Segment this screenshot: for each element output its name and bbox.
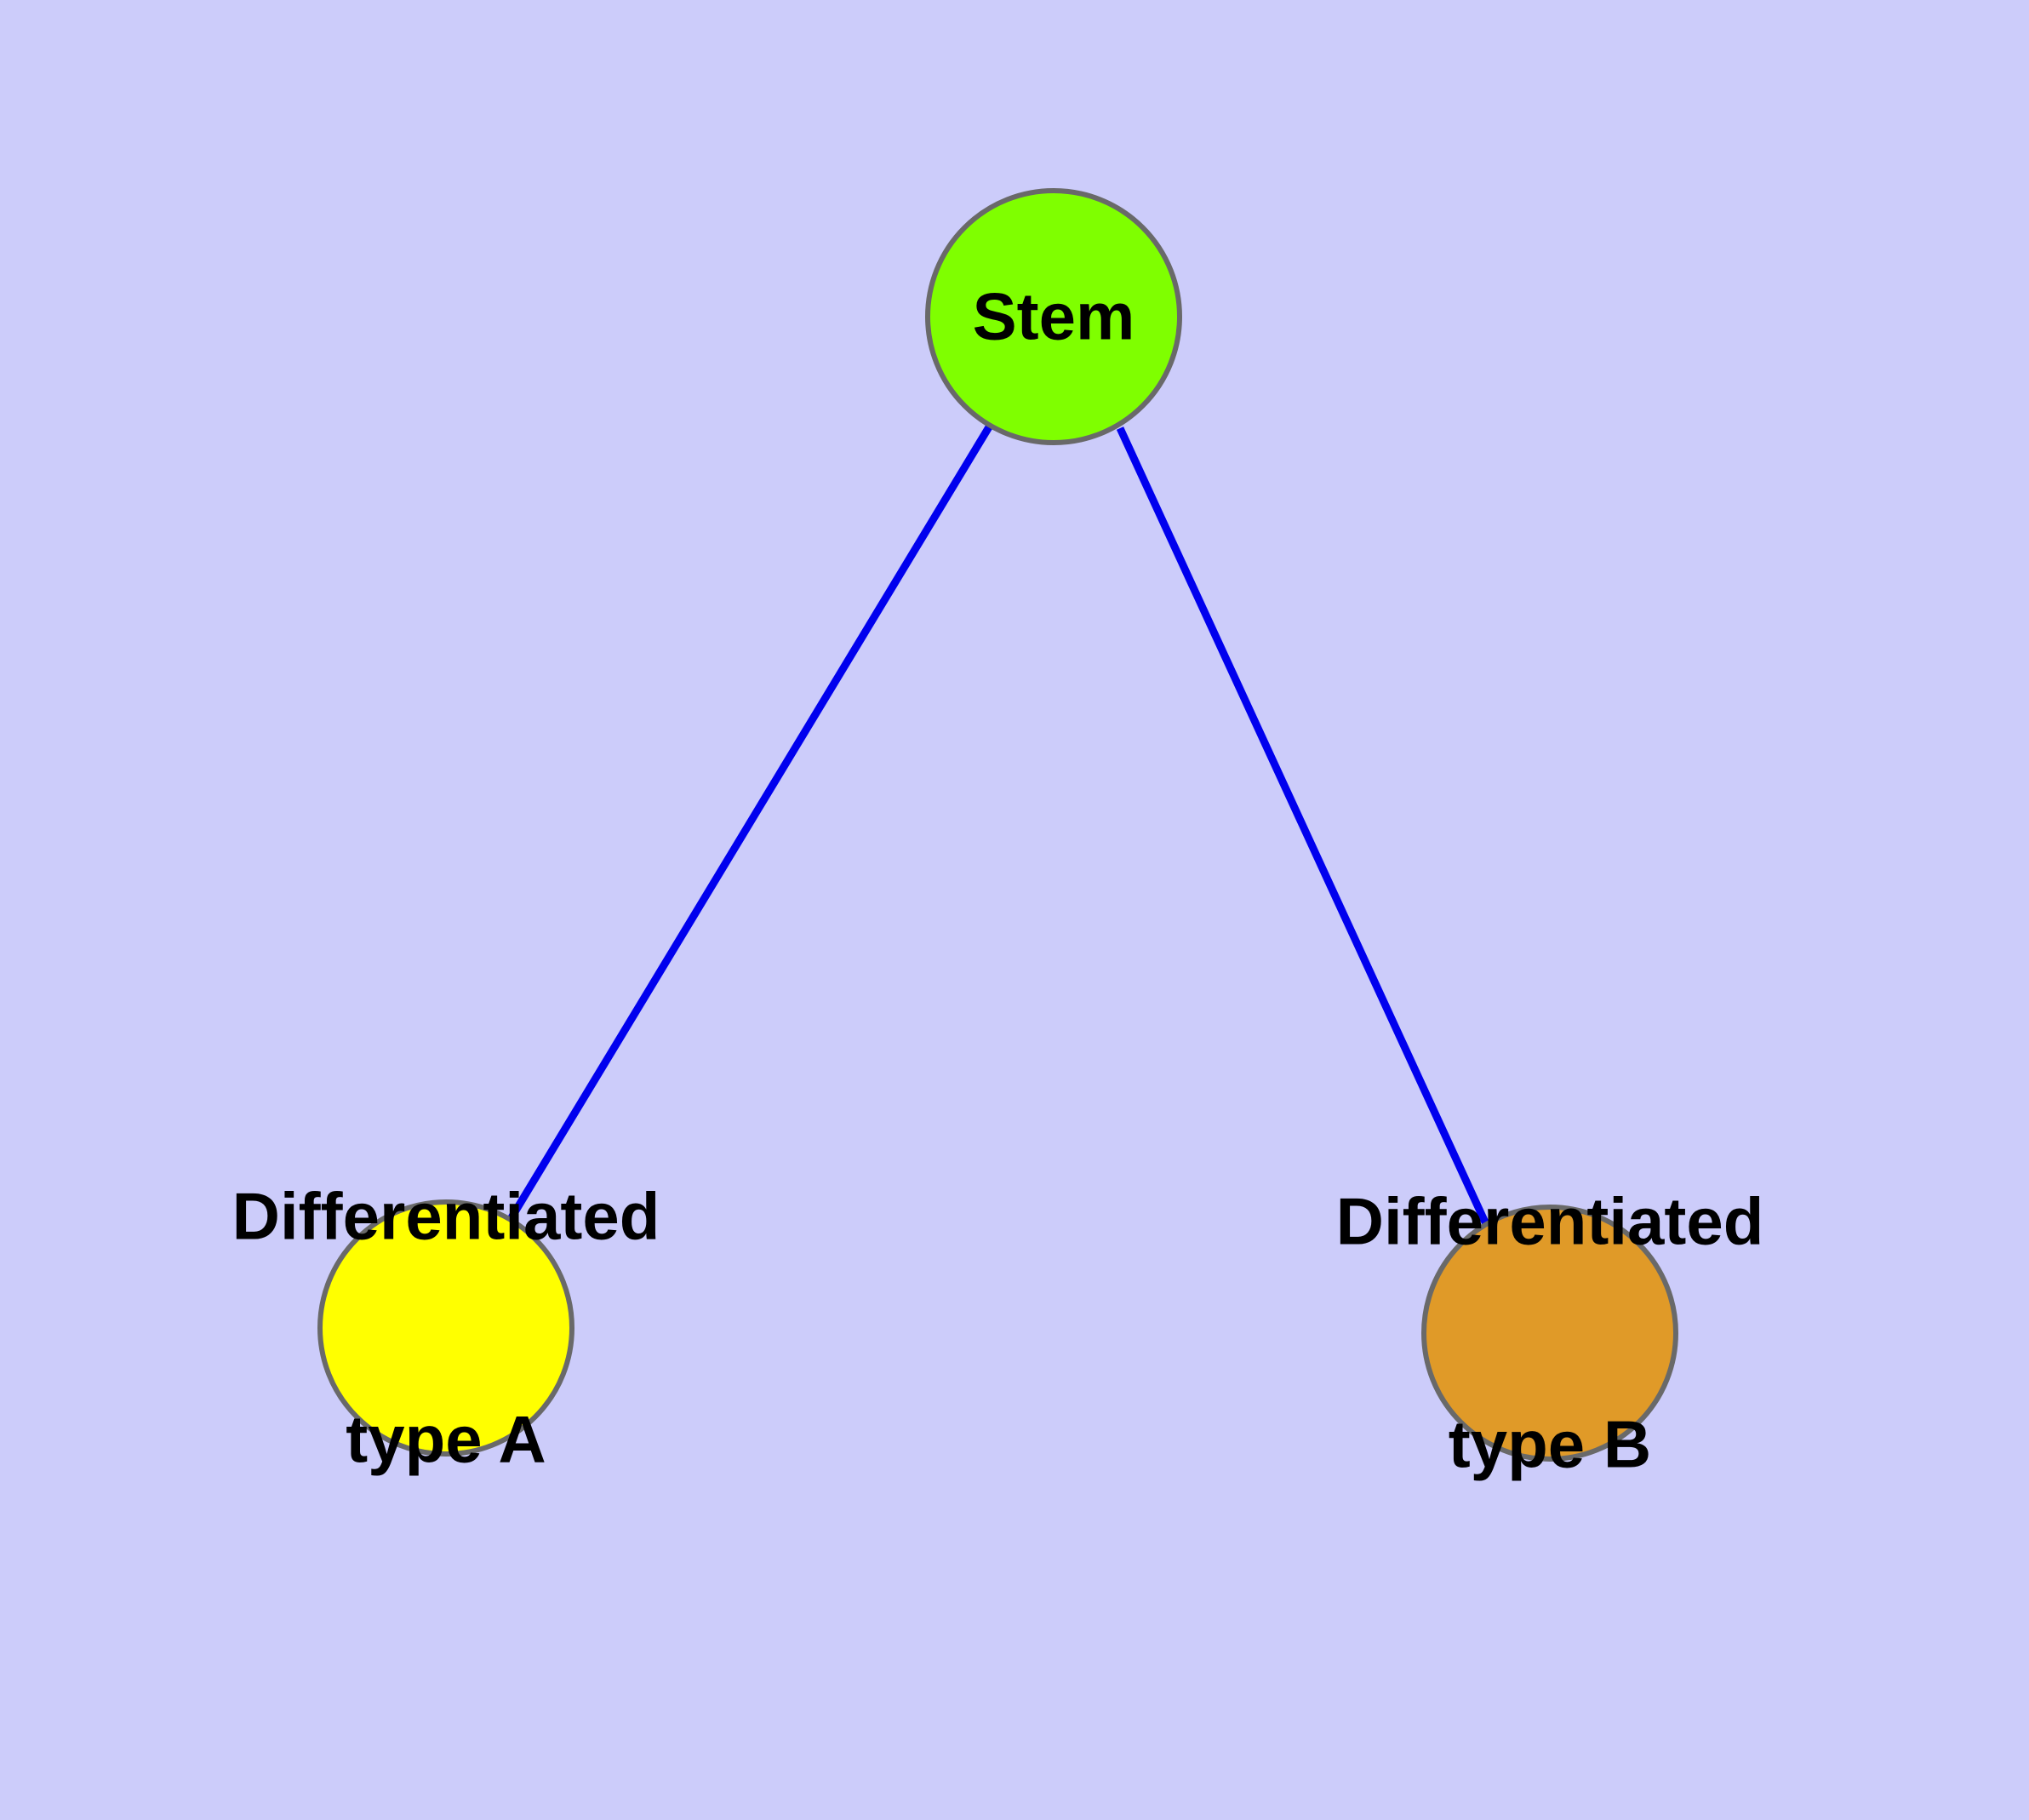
node-stem[interactable] xyxy=(925,188,1182,445)
edge-layer xyxy=(507,423,1490,1226)
node-layer xyxy=(317,188,1678,1462)
edge-stem-to-type-b[interactable] xyxy=(1116,426,1490,1226)
node-differentiated-type-b[interactable] xyxy=(1421,1205,1678,1462)
node-differentiated-type-a[interactable] xyxy=(317,1199,574,1457)
edge-stem-to-type-a[interactable] xyxy=(507,423,993,1222)
